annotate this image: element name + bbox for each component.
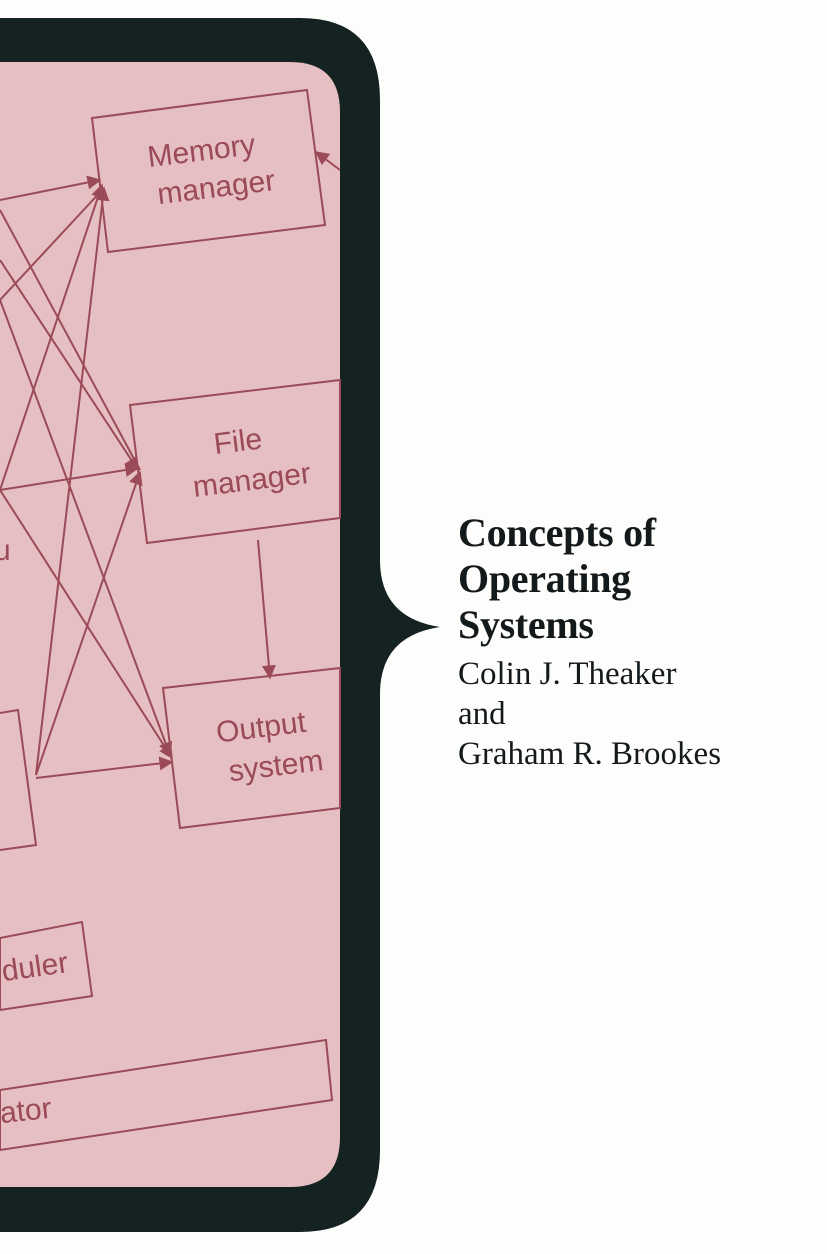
stray-fragment-label: u: [0, 534, 11, 567]
left-partial-box: [0, 708, 38, 851]
cross-line: [35, 186, 110, 776]
cross-line: [0, 187, 105, 301]
book-title-line-3: Systems: [458, 602, 594, 647]
book-title: Concepts of Operating Systems: [458, 510, 818, 648]
book-title-line-2: Operating: [458, 556, 631, 601]
arrow-file-to-output: [257, 539, 276, 680]
output-system-box: [161, 666, 341, 830]
cross-line: [35, 470, 143, 776]
scheduler-box: [0, 920, 94, 1012]
arrow-to-file: [0, 463, 140, 491]
cross-line: [0, 183, 105, 491]
author-conjunction: and: [458, 696, 506, 732]
cross-line: [0, 299, 173, 757]
title-block: Concepts of Operating Systems Colin J. T…: [458, 510, 818, 774]
arrow-to-memory: [0, 175, 102, 201]
arrow-to-output: [35, 756, 174, 779]
file-manager-box: [128, 378, 341, 545]
author-2: Graham R. Brookes: [458, 736, 722, 772]
cross-line: [0, 489, 173, 760]
allocator-label: ator: [0, 1092, 53, 1130]
cross-line: [0, 259, 139, 472]
author-1: Colin J. Theaker: [458, 656, 677, 692]
arrow-into-memory-right: [314, 151, 341, 171]
cross-line: [0, 209, 141, 471]
diagram-panel: [0, 62, 340, 1187]
authors: Colin J. Theaker and Graham R. Brookes: [458, 654, 818, 774]
allocator-box: [0, 1038, 334, 1152]
book-title-line-1: Concepts of: [458, 510, 656, 555]
